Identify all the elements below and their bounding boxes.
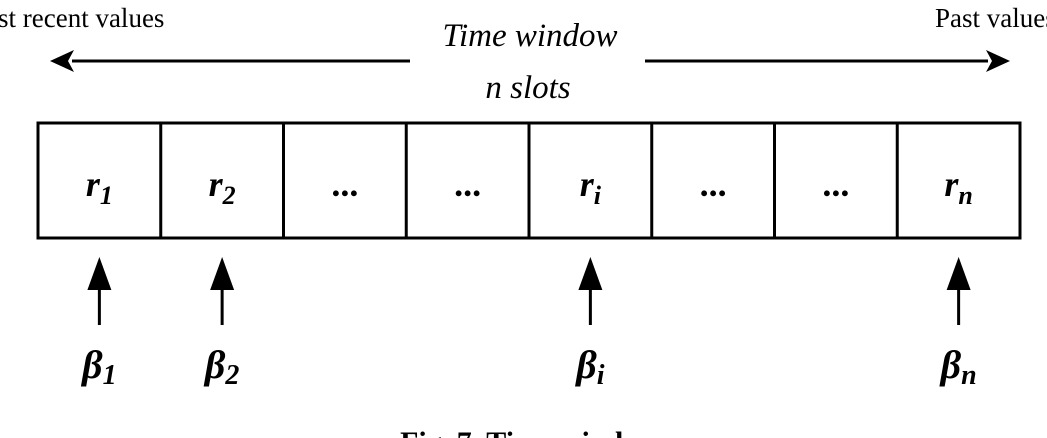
- weight-arrowhead-icon: [210, 257, 235, 290]
- past-values-label: Past values: [935, 3, 1047, 33]
- slot-label: ...: [700, 164, 727, 204]
- slot-label: r2: [209, 164, 236, 210]
- weight-base: β: [80, 342, 103, 387]
- slot-base: ...: [822, 164, 849, 204]
- time-window-title: Time window: [442, 18, 617, 54]
- slot-subscript: n: [958, 181, 972, 210]
- weight-label: β2: [203, 342, 240, 391]
- slot-base: r: [580, 164, 595, 204]
- weight-subscript: 2: [224, 360, 239, 391]
- slot-base: ...: [454, 164, 481, 204]
- slot-label: ...: [454, 164, 481, 204]
- slot-label: rn: [944, 164, 972, 210]
- weight-subscript: i: [597, 360, 605, 391]
- slot-label: ...: [331, 164, 358, 204]
- arrow-right-head-icon: [986, 50, 1010, 72]
- slot-base: ...: [331, 164, 358, 204]
- slot-base: r: [944, 164, 959, 204]
- slot-base: ...: [700, 164, 727, 204]
- weight-subscript: n: [961, 360, 977, 391]
- slot-subscript: 1: [100, 181, 113, 210]
- weight-subscript: 1: [103, 360, 117, 391]
- most-recent-values-label: st recent values: [0, 3, 164, 33]
- arrow-left-head-icon: [50, 50, 74, 72]
- weight-arrowhead-icon: [946, 257, 971, 290]
- slot-label: ...: [822, 164, 849, 204]
- weight-base: β: [574, 342, 597, 387]
- slot-subscript: i: [594, 181, 602, 210]
- slot-label: r1: [86, 164, 113, 210]
- weight-base: β: [203, 342, 226, 387]
- weight-arrowhead-icon: [578, 257, 603, 290]
- slot-base: r: [86, 164, 101, 204]
- slot-label: ri: [580, 164, 602, 210]
- n-slots-label: n slots: [485, 70, 570, 106]
- weight-label: β1: [80, 342, 117, 391]
- weight-arrowhead-icon: [87, 257, 112, 290]
- weight-label: βi: [574, 342, 605, 391]
- figure-caption: Fig. 7. Time window: [400, 426, 660, 438]
- weight-label: βn: [939, 342, 977, 391]
- slot-subscript: 2: [222, 181, 236, 210]
- slot-base: r: [209, 164, 224, 204]
- weight-base: β: [939, 342, 962, 387]
